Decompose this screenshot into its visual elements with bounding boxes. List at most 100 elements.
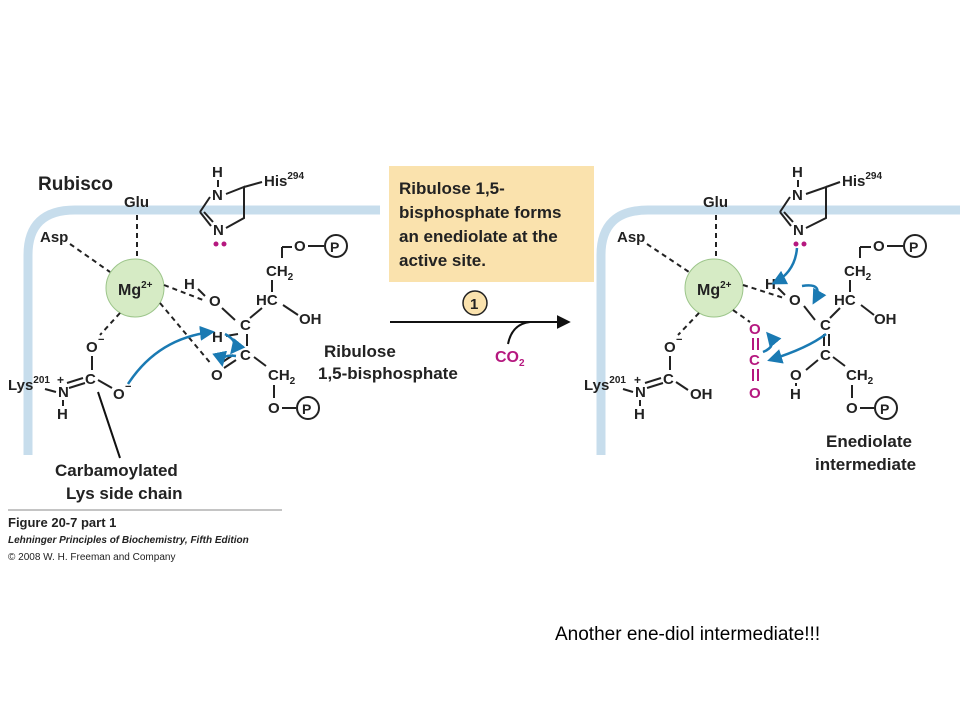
electron-arrow [126, 325, 215, 385]
svg-text:CH2: CH2 [266, 263, 294, 283]
svg-text:bisphosphate forms: bisphosphate forms [399, 203, 561, 222]
svg-text:P: P [330, 239, 339, 255]
step-badge [462, 290, 488, 316]
svg-text:N: N [793, 222, 804, 239]
figure-copyright: © 2008 W. H. Freeman and Company [8, 552, 175, 563]
svg-text:−: − [98, 334, 104, 346]
svg-text:OH: OH [299, 311, 322, 328]
svg-text:C: C [749, 352, 760, 369]
enediolate-label: Enediolate [826, 432, 912, 451]
ribulose-label-2: 1,5-bisphosphate [318, 364, 458, 383]
svg-text:+: + [57, 373, 64, 387]
info-box [389, 166, 594, 282]
svg-text:O: O [846, 400, 858, 417]
active-site-pocket [23, 205, 380, 455]
histidine-294-right: H N N His294 [779, 164, 882, 247]
ribulose-bisphosphate: O P CH2 HC OH C O H H C O CH2 [184, 234, 348, 420]
rubisco-title: Rubisco [38, 174, 113, 195]
svg-text:H: H [765, 276, 776, 293]
svg-text:O: O [749, 385, 761, 402]
svg-text:CH2: CH2 [268, 367, 296, 387]
svg-text:O: O [789, 292, 801, 309]
electron-arrow [762, 331, 782, 354]
electron-arrow [767, 333, 827, 364]
slide-caption: Another ene-diol intermediate!!! [555, 624, 821, 645]
carbamoylated-lys: O − C O − N + H Lys201 [8, 334, 131, 423]
svg-text:Lys201: Lys201 [584, 375, 626, 394]
mg-ion-right [684, 258, 744, 318]
figure-credit: Figure 20-7 part 1 Lehninger Principles … [8, 509, 282, 563]
svg-text:OH: OH [690, 386, 713, 403]
asp-label: Asp [40, 229, 68, 246]
svg-text:H: H [212, 164, 223, 181]
co2-label: CO2 [495, 349, 525, 369]
figure-title: Figure 20-7 part 1 [8, 515, 116, 530]
svg-text:Glu: Glu [703, 194, 728, 211]
mg-ion [105, 258, 165, 318]
svg-text:N: N [58, 384, 69, 401]
svg-text:OH: OH [874, 311, 897, 328]
svg-text:N: N [212, 187, 223, 204]
svg-text:O: O [211, 367, 223, 384]
svg-text:C: C [240, 317, 251, 334]
carbamoylated-lys-right: O − C OH N + H Lys201 [584, 334, 713, 423]
co2-molecule: O C O [749, 321, 761, 402]
svg-text:H: H [792, 164, 803, 181]
reaction-step: Ribulose 1,5- bisphosphate forms an ened… [389, 166, 594, 369]
svg-text:O: O [749, 321, 761, 338]
enediolate-label-2: intermediate [815, 455, 916, 474]
svg-text:HC: HC [834, 292, 856, 309]
svg-text:Lys201: Lys201 [8, 375, 50, 394]
electron-arrow [212, 350, 237, 367]
svg-text:−: − [125, 381, 131, 393]
svg-text:Asp: Asp [617, 229, 645, 246]
svg-text:H: H [57, 406, 68, 423]
carbamoyl-label-2: Lys side chain [66, 484, 183, 503]
svg-text:active site.: active site. [399, 251, 486, 270]
svg-text:C: C [240, 347, 251, 364]
electron-arrow [801, 284, 827, 305]
svg-text:N: N [213, 222, 224, 239]
svg-text:C: C [663, 371, 674, 388]
svg-text:+: + [634, 373, 641, 387]
svg-text:C: C [820, 347, 831, 364]
svg-text:−: − [676, 334, 682, 346]
electron-arrow [224, 332, 246, 355]
carbamoyl-label: Carbamoylated [55, 461, 178, 480]
svg-text:P: P [909, 239, 918, 255]
electron-arrow [771, 247, 799, 285]
left-active-site: Rubisco Mg2+ Glu Asp H N N His294 O [8, 164, 458, 503]
svg-text:O: O [268, 400, 280, 417]
svg-text:C: C [85, 371, 96, 388]
svg-text:O: O [664, 339, 676, 356]
figure-book: Lehninger Principles of Biochemistry, Fi… [8, 535, 249, 546]
svg-text:His294: His294 [842, 171, 882, 190]
svg-text:H: H [634, 406, 645, 423]
svg-text:O: O [873, 238, 885, 255]
active-site-pocket-right [596, 205, 960, 455]
svg-text:O: O [209, 293, 221, 310]
svg-text:P: P [880, 401, 889, 417]
svg-text:P: P [302, 401, 311, 417]
svg-text:CH2: CH2 [846, 367, 874, 387]
right-active-site: Mg2+ Glu Asp H N N His294 O P [584, 164, 960, 474]
svg-text:H: H [790, 386, 801, 403]
enediolate: O P CH2 HC OH C O H C O H CH2 [765, 234, 927, 420]
svg-text:H: H [212, 329, 223, 346]
svg-text:Mg2+: Mg2+ [118, 280, 153, 299]
svg-text:Mg2+: Mg2+ [697, 280, 732, 299]
svg-text:N: N [792, 187, 803, 204]
svg-text:His294: His294 [264, 171, 304, 190]
svg-text:Ribulose 1,5-: Ribulose 1,5- [399, 179, 505, 198]
svg-text:O: O [294, 238, 306, 255]
svg-text:N: N [635, 384, 646, 401]
ribulose-label: Ribulose [324, 342, 396, 361]
histidine-294: H N N His294 [199, 164, 304, 247]
svg-text:O: O [790, 367, 802, 384]
svg-text:HC: HC [256, 292, 278, 309]
glu-label: Glu [124, 194, 149, 211]
svg-text:an enediolate at the: an enediolate at the [399, 227, 558, 246]
svg-text:C: C [820, 317, 831, 334]
svg-text:CH2: CH2 [844, 263, 872, 283]
